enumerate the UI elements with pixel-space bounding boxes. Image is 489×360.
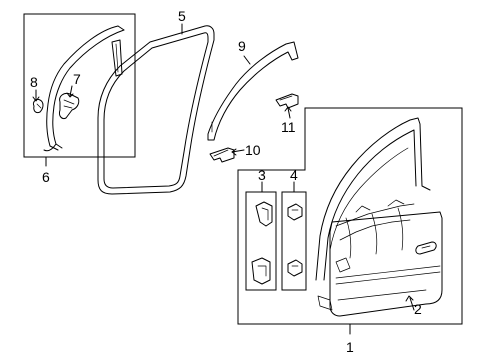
leader-9	[243, 55, 251, 65]
callout-2: 2	[414, 301, 422, 317]
front-door-shell	[315, 117, 431, 311]
upper-seal-bracket	[275, 93, 299, 109]
callout-9: 9	[238, 38, 246, 54]
callout-5: 5	[178, 8, 186, 24]
door-opening-weatherstrip	[97, 25, 215, 195]
upper-clip-a	[255, 201, 273, 227]
upper-clip-b	[287, 203, 303, 221]
arrow-11	[284, 106, 292, 112]
callout-3: 3	[258, 167, 266, 183]
arrow-10	[231, 148, 237, 156]
lower-seal-bracket	[209, 147, 235, 163]
callout-11: 11	[281, 119, 296, 135]
callout-4: 4	[290, 167, 298, 183]
clip-fastener	[32, 89, 44, 114]
callout-10: 10	[245, 142, 261, 158]
callout-7: 7	[73, 71, 81, 87]
callout-1: 1	[346, 339, 354, 355]
arrow-2	[405, 295, 414, 302]
leader-10	[231, 149, 245, 153]
callout-8: 8	[30, 74, 38, 90]
leader-2	[409, 297, 415, 311]
clip-box-3	[245, 191, 277, 291]
clip-box-4	[281, 191, 307, 291]
group-box-seal-assembly	[23, 13, 136, 158]
leader-11	[287, 107, 291, 119]
lower-clip-a	[251, 257, 271, 285]
lower-clip-b	[287, 259, 303, 277]
group-box-door	[237, 107, 463, 325]
door-outer-panel	[329, 211, 443, 317]
run-channel-seal	[207, 41, 299, 141]
callout-6: 6	[42, 169, 50, 185]
corner-seal-assembly	[43, 25, 125, 152]
mirror-seal	[59, 85, 80, 119]
